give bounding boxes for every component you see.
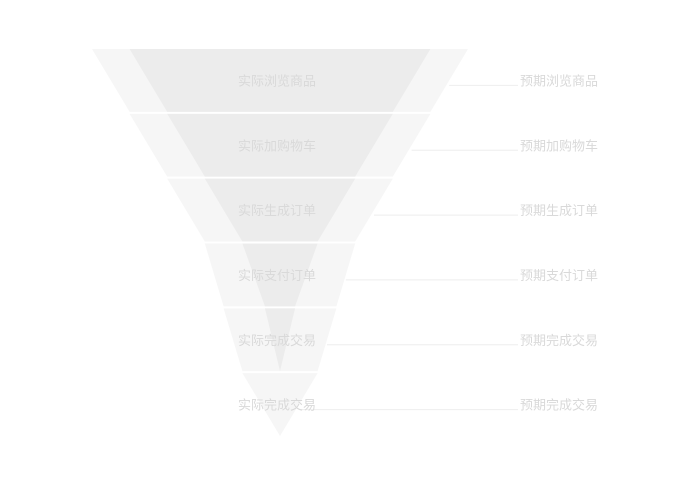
expected-label-4: 预期完成交易 (520, 333, 598, 349)
expected-segment-5 (242, 373, 318, 436)
expected-label-5: 预期完成交易 (520, 398, 598, 414)
actual-series (129, 49, 431, 372)
expected-label-1: 预期加购物车 (520, 138, 598, 154)
actual-label-3: 实际支付订单 (238, 269, 316, 284)
actual-segment-1 (167, 113, 393, 177)
leader-lines (298, 84, 518, 411)
actual-label-5: 实际完成交易 (238, 398, 316, 414)
expected-label-2: 预期生成订单 (520, 204, 598, 219)
labels: 实际浏览商品 实际加购物车 实际生成订单 实际支付订单 实际完成交易 实际完成交… (238, 73, 598, 413)
actual-segment-0 (129, 49, 431, 112)
actual-segment-3 (242, 243, 318, 307)
actual-label-4: 实际完成交易 (238, 333, 316, 349)
actual-segment-2 (204, 178, 356, 242)
actual-segment-4 (264, 308, 296, 372)
actual-label-0: 实际浏览商品 (238, 73, 316, 89)
expected-label-3: 预期支付订单 (520, 269, 598, 284)
actual-label-2: 实际生成订单 (238, 204, 316, 219)
expected-label-0: 预期浏览商品 (520, 73, 598, 89)
actual-label-1: 实际加购物车 (238, 138, 316, 154)
